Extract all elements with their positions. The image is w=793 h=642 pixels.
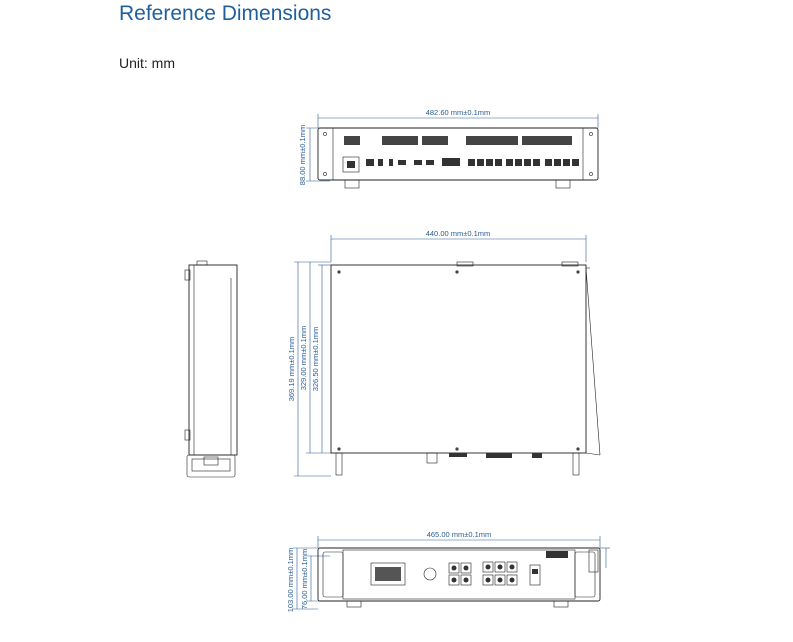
top-depth-label-1: 369.19 mm±0.1mm xyxy=(287,337,296,402)
top-depth-label-3: 326.50 mm±0.1mm xyxy=(311,327,320,392)
top-view: 440.00 mm±0.1mm 369.19 mm±0.1mm 329.00 m… xyxy=(287,229,601,477)
page-title: Reference Dimensions xyxy=(119,2,332,25)
rear-height-label: 88.00 mm±0.1mm xyxy=(298,125,307,185)
rear-width-label: 482.60 mm±0.1mm xyxy=(426,108,491,117)
side-view xyxy=(184,260,238,478)
top-depth-label-2: 329.00 mm±0.1mm xyxy=(299,326,308,391)
front-view: 465.00 mm±0.1mm 103.00 mm±0.1mm 76.00 mm… xyxy=(286,530,610,612)
top-width-label: 440.00 mm±0.1mm xyxy=(426,229,491,238)
front-height-label-1: 103.00 mm±0.1mm xyxy=(286,548,295,613)
unit-label: Unit: mm xyxy=(119,55,175,71)
front-width-label: 465.00 mm±0.1mm xyxy=(427,530,492,539)
front-height-label-2: 76.00 mm±0.1mm xyxy=(300,549,309,609)
rear-view: 482.60 mm±0.1mm 88.00 mm±0.1mm xyxy=(298,108,599,189)
